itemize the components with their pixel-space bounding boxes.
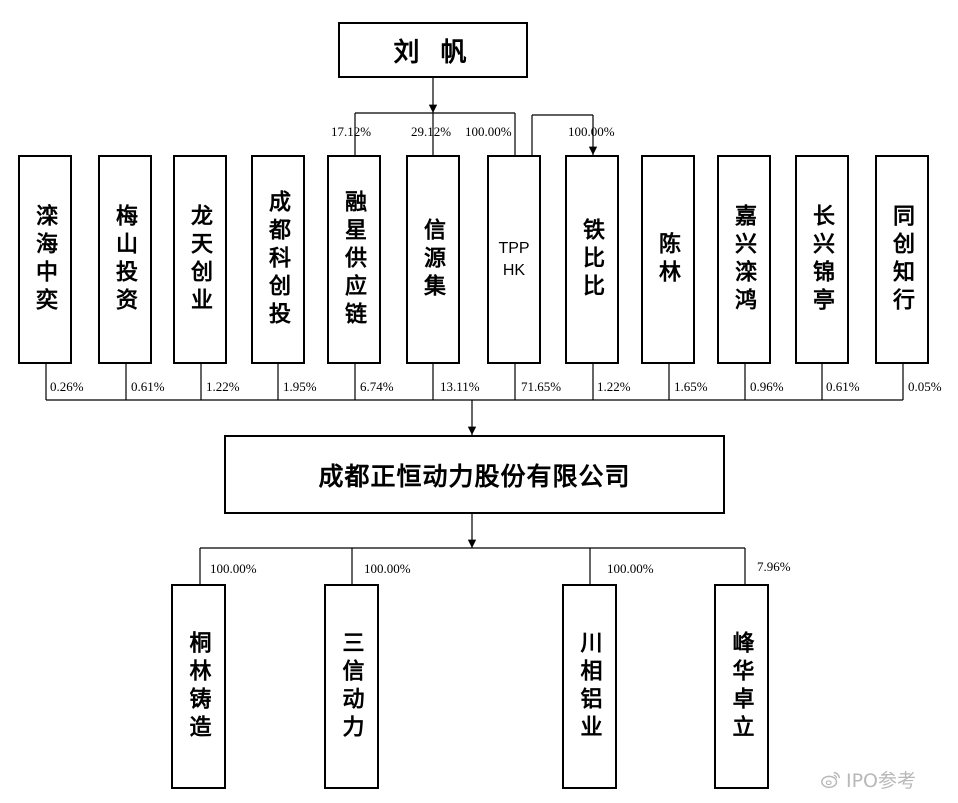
company-stake-percent: 0.96% bbox=[750, 379, 784, 394]
company-stake-percent: 0.61% bbox=[131, 379, 165, 394]
subsidiary-stake-percent: 100.00% bbox=[607, 561, 654, 576]
company-stake-percent: 0.26% bbox=[50, 379, 84, 394]
company-stake-percent: 1.22% bbox=[597, 379, 631, 394]
subsidiary-stake-percent: 7.96% bbox=[757, 559, 791, 574]
stake-percent-xinyuan: 29.12% bbox=[411, 124, 452, 139]
company-name: 成都正恒动力股份有限公司 bbox=[318, 461, 631, 491]
subsidiary-label: 三信动力 bbox=[338, 630, 365, 743]
owner-label: 信源集 bbox=[420, 217, 446, 302]
owner-box-longtian: 龙天创业 bbox=[173, 155, 227, 364]
owner-label: 滦海中奕 bbox=[32, 203, 58, 316]
owner-box-meishan: 梅山投资 bbox=[98, 155, 152, 364]
subsidiary-label: 桐林铸造 bbox=[185, 630, 212, 743]
stake-percent-tpphk: 100.00% bbox=[465, 124, 512, 139]
subsidiary-box-fenghua: 峰华卓立 bbox=[714, 584, 769, 789]
company-stake-percent: 71.65% bbox=[521, 379, 562, 394]
company-stake-percent: 1.95% bbox=[283, 379, 317, 394]
owner-label: 长兴锦亭 bbox=[809, 203, 835, 316]
owner-label: 铁比比 bbox=[579, 217, 605, 302]
watermark: IPO参考 bbox=[820, 766, 916, 793]
company-stake-percent: 13.11% bbox=[440, 379, 480, 394]
watermark-text: IPO参考 bbox=[846, 770, 917, 792]
owner-label-line: HK bbox=[502, 261, 526, 279]
person-name: 刘 帆 bbox=[393, 37, 473, 68]
stake-percent-tiebibi: 100.00% bbox=[568, 124, 615, 139]
subsidiary-label: 峰华卓立 bbox=[728, 630, 755, 743]
owner-box-rongxing: 融星供应链 bbox=[327, 155, 381, 364]
owner-label: 成都科创投 bbox=[265, 189, 291, 330]
subsidiary-label: 川相铝业 bbox=[576, 630, 603, 743]
owner-label: 梅山投资 bbox=[112, 203, 138, 316]
owner-box-chenlin: 陈林 bbox=[641, 155, 695, 364]
person-liufan-box: 刘 帆 bbox=[338, 22, 528, 78]
company-stake-percent: 1.65% bbox=[674, 379, 708, 394]
owner-label: 龙天创业 bbox=[187, 203, 213, 316]
owner-box-chengdukc: 成都科创投 bbox=[251, 155, 305, 364]
owner-label: 嘉兴滦鸿 bbox=[731, 203, 757, 316]
owner-label: 陈林 bbox=[655, 231, 681, 288]
owner-box-changxing: 长兴锦亭 bbox=[795, 155, 849, 364]
company-stake-percent: 0.05% bbox=[908, 379, 942, 394]
owner-box-xinyuan: 信源集 bbox=[406, 155, 460, 364]
company-stake-percent: 6.74% bbox=[360, 379, 394, 394]
company-stake-percent: 0.61% bbox=[826, 379, 860, 394]
company-stake-percent: 1.22% bbox=[206, 379, 240, 394]
subsidiary-box-tonglin: 桐林铸造 bbox=[171, 584, 226, 789]
owner-box-jiaxing: 嘉兴滦鸿 bbox=[717, 155, 771, 364]
owner-label-line: TPP bbox=[498, 239, 530, 257]
weibo-icon bbox=[821, 771, 840, 788]
company-box: 成都正恒动力股份有限公司 bbox=[224, 435, 725, 514]
subsidiary-box-chuanxiang: 川相铝业 bbox=[562, 584, 617, 789]
owner-box-tongchuang: 同创知行 bbox=[875, 155, 929, 364]
owner-box-luanhai: 滦海中奕 bbox=[18, 155, 72, 364]
owner-label: 融星供应链 bbox=[341, 189, 367, 330]
owner-box-tiebibi: 铁比比 bbox=[565, 155, 619, 364]
owner-label: 同创知行 bbox=[889, 203, 915, 316]
stake-percent-rongxing: 17.12% bbox=[331, 124, 372, 139]
subsidiary-box-sanxin: 三信动力 bbox=[324, 584, 379, 789]
subsidiary-stake-percent: 100.00% bbox=[210, 561, 257, 576]
subsidiary-stake-percent: 100.00% bbox=[364, 561, 411, 576]
owner-box-tpphk: TPP HK bbox=[487, 155, 541, 364]
